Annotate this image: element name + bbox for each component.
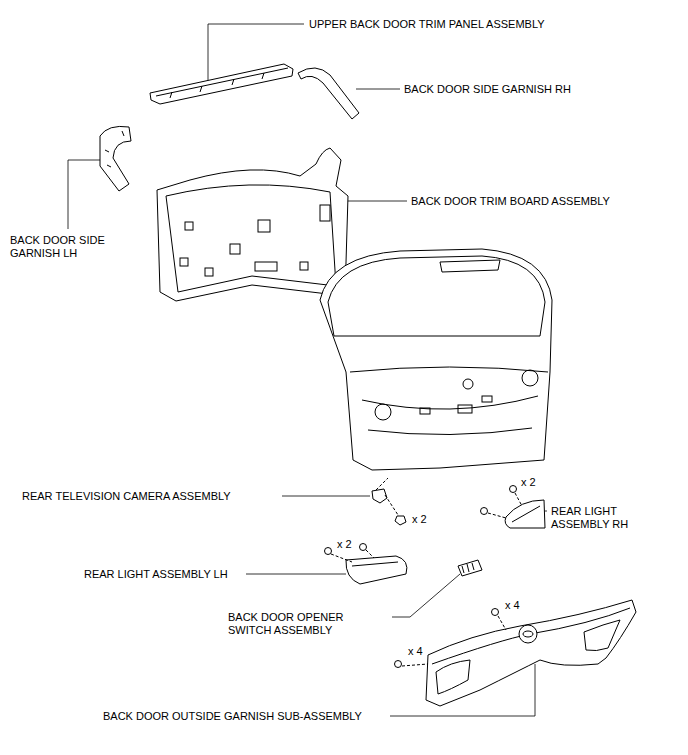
- upper-trim-panel: [150, 64, 293, 104]
- door-light-hole: [375, 404, 391, 420]
- nut-symbol: [492, 609, 499, 616]
- board-outline: [157, 148, 348, 301]
- switch-detail: [462, 563, 474, 573]
- nut-symbol: [360, 544, 367, 551]
- trim-board: [157, 148, 348, 301]
- screw-symbol: [395, 516, 406, 525]
- back-door: [320, 249, 552, 470]
- board-clip: [205, 268, 213, 276]
- part-name: BACK DOOR SIDE GARNISH RH: [404, 83, 571, 96]
- board-clip: [255, 262, 277, 271]
- door-emblem-hole: [463, 379, 473, 389]
- board-clip: [230, 244, 240, 254]
- garnish-lamp-cutout: [436, 660, 470, 694]
- board-clip: [180, 258, 188, 266]
- opener-switch: [458, 560, 482, 576]
- fixing-line: [376, 478, 400, 518]
- garnish-outline: [426, 600, 636, 706]
- part-name: REAR LIGHT ASSEMBLY LH: [84, 568, 228, 581]
- leader-line: [356, 89, 400, 90]
- leader-line: [282, 496, 370, 497]
- leader-line: [246, 574, 346, 575]
- board-clip: [185, 222, 193, 230]
- garnish-lamp-cutout: [584, 620, 620, 651]
- nut-symbol: [481, 508, 488, 515]
- side-garnish-rh: [298, 68, 359, 119]
- outside-garnish: [395, 600, 637, 706]
- fixing-line: [402, 616, 506, 666]
- quantity-label: x 2: [412, 513, 427, 526]
- leader-line: [392, 574, 460, 617]
- part-name: BACK DOOR OPENER SWITCH ASSEMBLY: [228, 611, 378, 637]
- panel-outline: [150, 64, 293, 104]
- side-garnish-lh: [100, 126, 131, 191]
- emblem: [519, 625, 537, 643]
- switch-body: [458, 560, 482, 576]
- board-clip: [258, 220, 270, 232]
- part-name: REAR LIGHT ASSEMBLY RH: [551, 505, 643, 531]
- fixing-line: [331, 550, 374, 562]
- leader-line: [68, 160, 100, 229]
- camera-body: [372, 489, 387, 503]
- garnish-detail: [105, 131, 124, 167]
- door-switch-hole: [458, 405, 472, 413]
- light-outline: [505, 500, 545, 528]
- board-inner: [166, 185, 336, 292]
- light-detail: [352, 562, 398, 566]
- nut-symbol: [510, 486, 517, 493]
- rear-light-rh: [481, 486, 546, 529]
- nut-symbol: [395, 661, 402, 668]
- emblem-detail: [523, 631, 533, 637]
- board-clip: [320, 205, 330, 221]
- panel-detail: [156, 68, 288, 98]
- door-hole: [482, 396, 492, 402]
- garnish-outline: [100, 126, 131, 191]
- garnish-edge: [432, 608, 630, 664]
- quantity-label: x 4: [408, 645, 423, 658]
- door-window: [328, 256, 545, 336]
- nut-symbol: [325, 548, 332, 555]
- door-contour: [350, 367, 548, 435]
- part-name: REAR TELEVISION CAMERA ASSEMBLY: [22, 490, 231, 503]
- quantity-label: x 2: [521, 476, 536, 489]
- board-clip: [300, 262, 308, 270]
- door-stoplamp: [440, 260, 500, 272]
- part-name: BACK DOOR OUTSIDE GARNISH SUB-ASSEMBLY: [103, 710, 362, 723]
- part-name: UPPER BACK DOOR TRIM PANEL ASSEMBLY: [309, 18, 545, 31]
- light-detail: [512, 506, 540, 522]
- door-hole: [420, 408, 430, 414]
- door-light-hole: [522, 370, 538, 386]
- part-name: BACK DOOR SIDE GARNISH LH: [10, 234, 122, 260]
- leader-line: [346, 201, 407, 202]
- quantity-label: x 4: [505, 599, 520, 612]
- door-outline: [320, 249, 552, 470]
- part-name: BACK DOOR TRIM BOARD ASSEMBLY: [411, 195, 610, 208]
- rear-light-lh: [325, 544, 407, 585]
- rear-camera: [372, 478, 406, 525]
- light-outline: [346, 556, 407, 584]
- fixing-line: [488, 493, 522, 518]
- quantity-label: x 2: [337, 538, 352, 551]
